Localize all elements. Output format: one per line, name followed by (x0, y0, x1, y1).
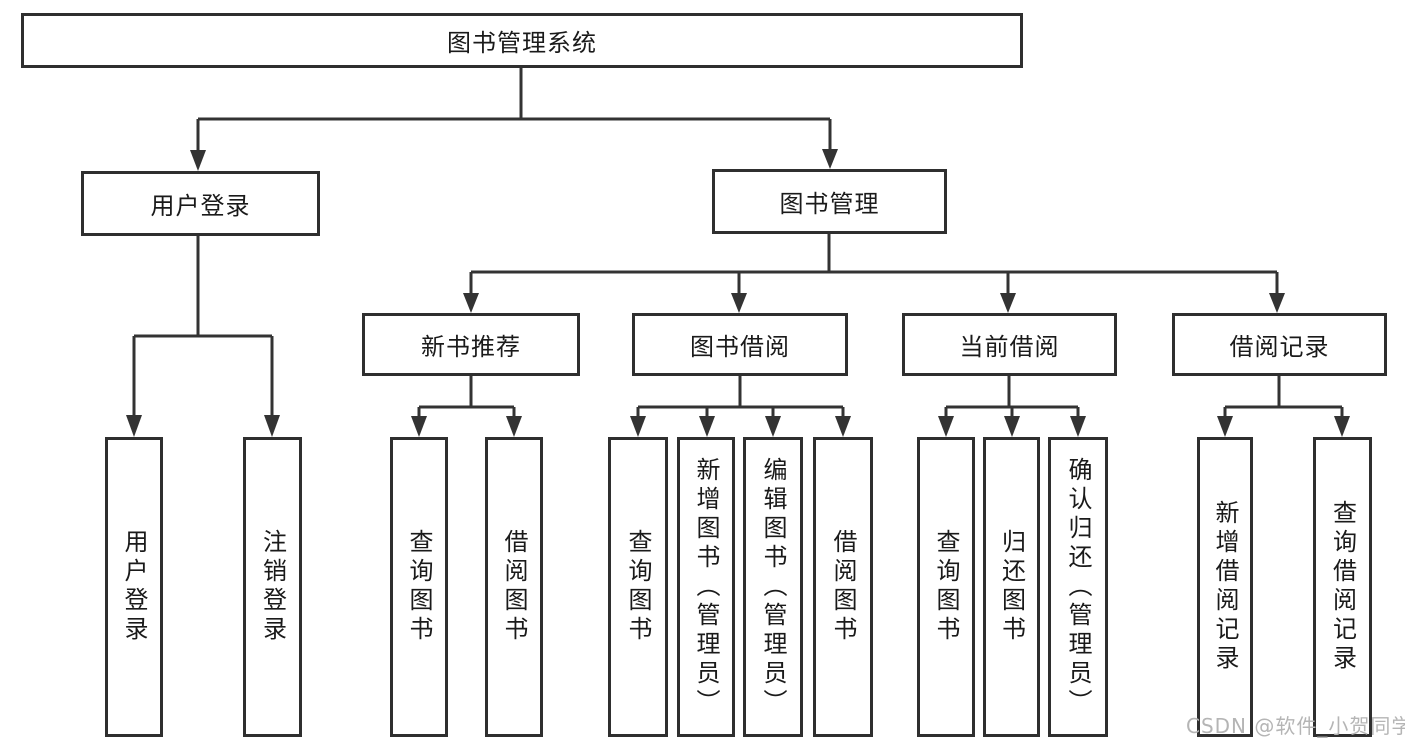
leaf-user-login: 用户登录 (105, 437, 163, 737)
node-book-mgmt-branch-label: 图书管理 (779, 190, 880, 218)
leaf-logout-label: 注销登录 (258, 529, 287, 645)
node-new-book-recommend-label: 新书推荐 (421, 333, 521, 361)
connector-book-mgmt-children (463, 234, 1285, 313)
connector-current-borrow-children (938, 376, 1086, 437)
leaf-add-books-admin: 新增图书（管理员） (677, 437, 735, 737)
node-user-login-branch-label: 用户登录 (150, 192, 251, 220)
leaf-borrow-query-books: 查询图书 (608, 437, 668, 737)
node-new-book-recommend: 新书推荐 (362, 313, 580, 376)
node-root-label: 图书管理系统 (447, 29, 597, 57)
leaf-borrow-books: 借阅图书 (813, 437, 873, 737)
leaf-edit-books-admin: 编辑图书（管理员） (743, 437, 803, 737)
leaf-borrow-query-books-label: 查询图书 (624, 529, 652, 645)
watermark-text: CSDN @软件_小贺同学 (1186, 714, 1405, 738)
node-current-borrow-label: 当前借阅 (959, 333, 1060, 361)
leaf-recommend-query-books-label: 查询图书 (405, 529, 433, 645)
node-borrow-record: 借阅记录 (1172, 313, 1387, 376)
leaf-confirm-return-admin-label: 确认归还（管理员） (1064, 456, 1092, 718)
node-book-mgmt-branch: 图书管理 (712, 169, 947, 234)
node-borrow-record-label: 借阅记录 (1229, 333, 1330, 361)
node-current-borrow: 当前借阅 (902, 313, 1117, 376)
leaf-query-borrow-record-label: 查询借阅记录 (1328, 500, 1357, 674)
connector-book-borrow-children (630, 376, 851, 437)
leaf-recommend-borrow-books: 借阅图书 (485, 437, 543, 737)
leaf-edit-books-admin-label: 编辑图书（管理员） (759, 456, 787, 718)
leaf-recommend-query-books: 查询图书 (390, 437, 448, 737)
leaf-add-books-admin-label: 新增图书（管理员） (692, 456, 720, 718)
leaf-return-books: 归还图书 (983, 437, 1040, 737)
leaf-return-books-label: 归还图书 (997, 529, 1026, 645)
leaf-confirm-return-admin: 确认归还（管理员） (1048, 437, 1108, 737)
node-book-borrow: 图书借阅 (632, 313, 848, 376)
connector-root-to-level2 (190, 68, 838, 171)
connector-user-login-children (126, 236, 280, 437)
connector-borrow-record-children (1217, 376, 1350, 437)
leaf-recommend-borrow-books-label: 借阅图书 (500, 529, 528, 645)
node-book-borrow-label: 图书借阅 (690, 333, 790, 361)
leaf-add-borrow-record: 新增借阅记录 (1197, 437, 1253, 737)
leaf-user-login-label: 用户登录 (120, 529, 148, 645)
leaf-current-query-books: 查询图书 (917, 437, 975, 737)
node-user-login-branch: 用户登录 (81, 171, 320, 236)
leaf-logout: 注销登录 (243, 437, 302, 737)
connector-new-book-children (411, 376, 522, 437)
leaf-borrow-books-label: 借阅图书 (829, 529, 857, 645)
leaf-query-borrow-record: 查询借阅记录 (1313, 437, 1372, 737)
node-root: 图书管理系统 (21, 13, 1023, 68)
leaf-add-borrow-record-label: 新增借阅记录 (1211, 500, 1239, 674)
leaf-current-query-books-label: 查询图书 (932, 529, 960, 645)
